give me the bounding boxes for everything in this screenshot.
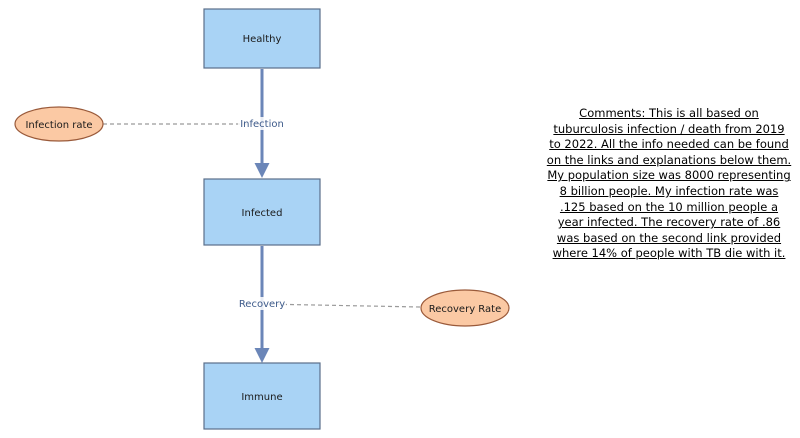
stock-healthy-label: Healthy: [243, 34, 282, 45]
stock-immune-label: Immune: [241, 392, 282, 403]
variable-recovery-rate[interactable]: Recovery Rate: [420, 289, 510, 327]
variable-recovery-rate-label: Recovery Rate: [429, 304, 501, 315]
infection-flow-label: Infection: [240, 119, 284, 130]
stock-immune[interactable]: Immune: [203, 362, 321, 430]
variable-infection-rate-label: Infection rate: [25, 120, 92, 131]
recovery-flow-label: Recovery: [239, 299, 285, 310]
comments-text: Comments: This is all based on tuburculo…: [546, 106, 792, 261]
stock-infected[interactable]: Infected: [203, 178, 321, 246]
variable-infection-rate[interactable]: Infection rate: [14, 106, 104, 142]
stock-healthy[interactable]: Healthy: [203, 8, 321, 69]
recovery-rate-link: [261, 303, 421, 308]
stock-infected-label: Infected: [242, 208, 283, 219]
